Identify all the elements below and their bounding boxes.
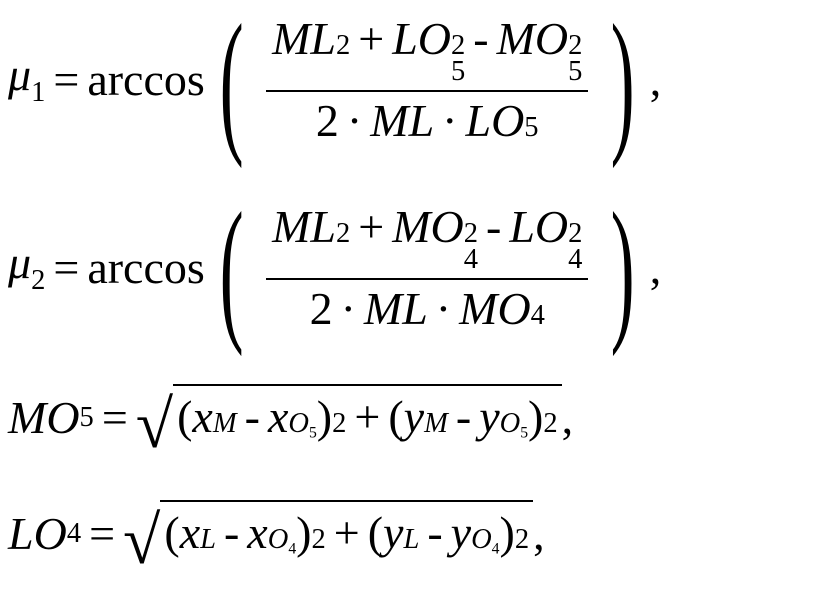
mu2-symbol: μ2: [8, 237, 46, 297]
radical-sign: √: [135, 386, 174, 462]
left-paren: (: [219, 179, 244, 357]
right-paren: ): [611, 0, 636, 169]
comma: ,: [533, 508, 545, 559]
radical-sign: √: [123, 502, 161, 578]
right-paren: ): [611, 179, 636, 357]
fraction-bar: [266, 278, 589, 281]
equals-sign: =: [101, 392, 128, 443]
equals-sign: =: [53, 242, 80, 293]
fraction-bar: [266, 90, 589, 93]
arccos-function: arccos: [87, 242, 205, 293]
arccos-function: arccos: [87, 54, 205, 105]
equals-sign: =: [89, 508, 116, 559]
left-paren: (: [219, 0, 244, 169]
comma: ,: [649, 242, 662, 293]
comma: ,: [561, 392, 574, 443]
mu1-symbol: μ1: [8, 49, 46, 109]
equals-sign: =: [53, 54, 80, 105]
lo4-lhs: LO: [8, 508, 67, 559]
mo5-lhs: MO: [8, 392, 80, 443]
comma: ,: [649, 54, 662, 105]
